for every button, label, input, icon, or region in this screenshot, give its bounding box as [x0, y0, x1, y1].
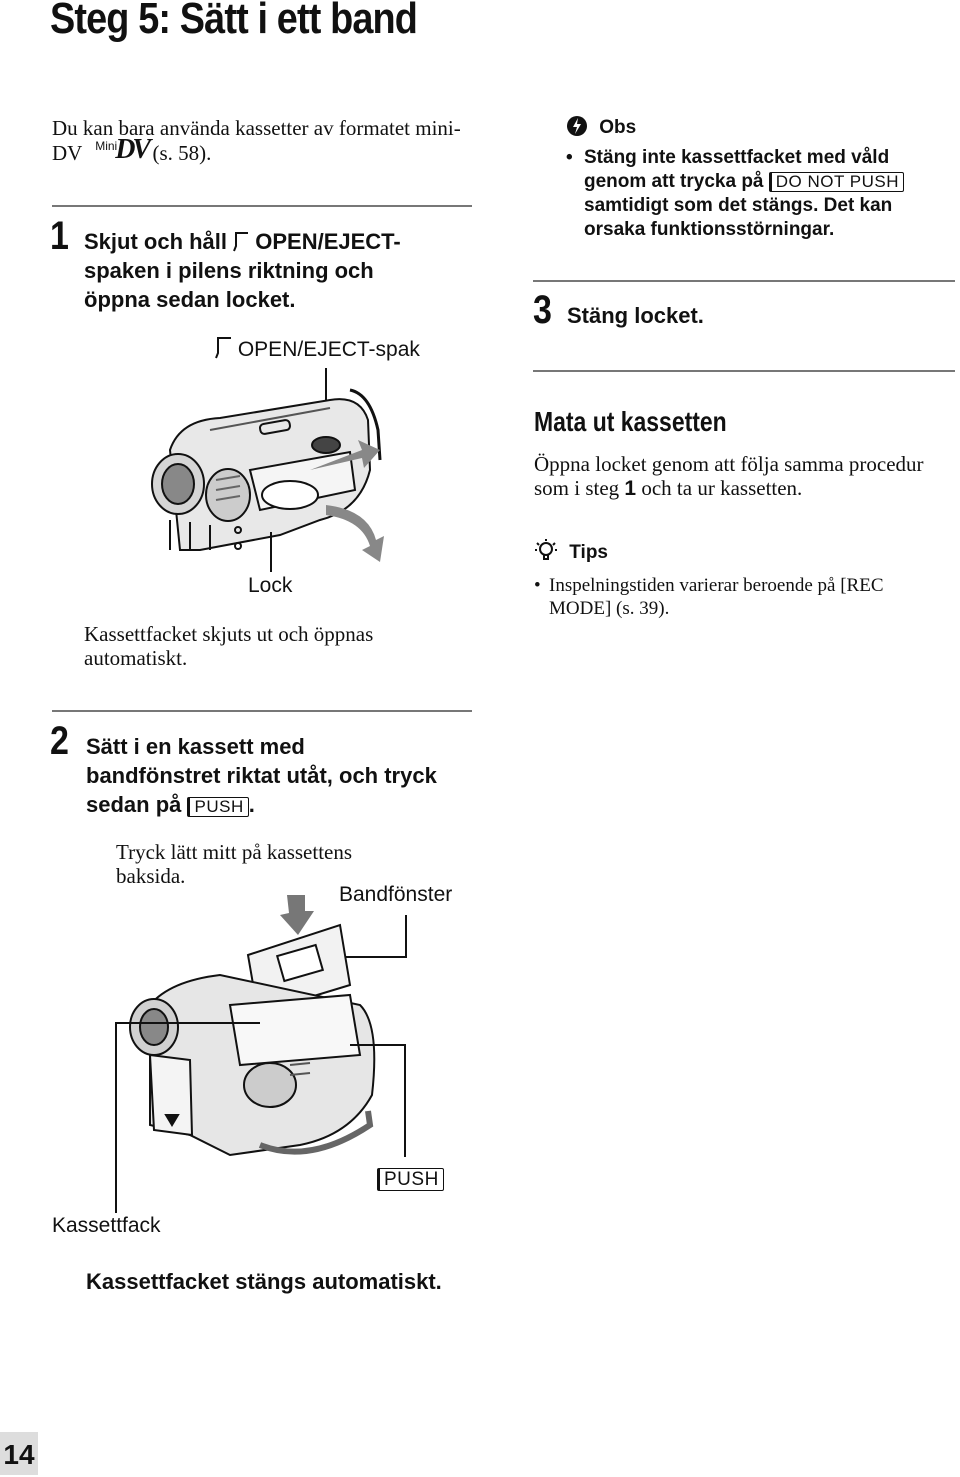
step1-line1b: OPEN/EJECT- [249, 229, 401, 254]
eject-text: Öppna locket genom att följa samma proce… [534, 452, 944, 501]
tips-bullet: • Inspelningstiden varierar beroende på … [534, 574, 944, 620]
step2-line2: bandfönstret riktat utåt, och tryck [86, 763, 437, 788]
callout-push: PUSH [377, 1168, 444, 1191]
do-not-push-key: DO NOT PUSH [768, 172, 905, 192]
obs-text-b: samtidigt som det stängs. Det kan orsaka… [584, 195, 893, 240]
step2-text: Sätt i en kassett med bandfönstret rikta… [86, 732, 486, 819]
camcorder-open-lid-illustration [151, 368, 384, 572]
divider [533, 370, 955, 372]
cassette-insert-illustration [115, 895, 407, 1213]
callout-open-eject-label: OPEN/EJECT-spak [237, 338, 420, 361]
obs-heading-text: Obs [599, 117, 637, 138]
callout-lock: Lock [248, 574, 293, 597]
divider [52, 710, 472, 712]
divider [533, 280, 955, 282]
step1-number: 1 [50, 214, 69, 258]
intro-text-a: Du kan bara använda kassetter av formate… [52, 116, 461, 165]
step3-number: 3 [533, 288, 552, 332]
step1-note: Kassettfacket skjuts ut och öppnas autom… [84, 622, 374, 670]
obs-text-a: Stäng inte kassettfacket med våld genom … [584, 147, 890, 192]
step3-text: Stäng locket. [567, 303, 704, 328]
eject-text-a: Öppna locket genom att följa samma proce… [534, 452, 924, 500]
page-number: 14 [0, 1432, 38, 1475]
divider [52, 205, 472, 207]
step1-line3: öppna sedan locket. [84, 287, 296, 312]
step2-line3b: . [248, 792, 255, 817]
tips-heading-text: Tips [569, 542, 608, 563]
push-key: PUSH [377, 1168, 444, 1191]
step2-line3a: sedan på [86, 792, 188, 817]
step2-number: 2 [50, 719, 69, 763]
step1-text: Skjut och håll OPEN/EJECT- spaken i pile… [84, 227, 484, 314]
eject-text-b: och ta ur kassetten. [636, 476, 803, 500]
callout-kassettfack: Kassettfack [52, 1214, 161, 1237]
logo-dv: DV [115, 134, 151, 165]
tips-bullet-text: Inspelningstiden varierar beroende på [R… [549, 575, 884, 619]
push-key: PUSH [187, 797, 249, 817]
step2-line1: Sätt i en kassett med [86, 734, 305, 759]
obs-icon [566, 115, 588, 137]
obs-bullet: • Stäng inte kassettfacket med våld geno… [566, 146, 946, 242]
logo-mini: Mini [95, 139, 118, 153]
step1-line2: spaken i pilens riktning och [84, 258, 374, 283]
tips-lightbulb-icon [534, 538, 558, 562]
lever-symbol-icon [233, 231, 249, 253]
eject-heading: Mata ut kassetten [534, 406, 727, 437]
obs-heading: Obs [566, 115, 636, 140]
lever-symbol-icon [214, 336, 232, 360]
intro-text: Du kan bara använda kassetter av formate… [52, 116, 472, 165]
callout-open-eject: OPEN/EJECT-spak [214, 336, 420, 362]
step2-result: Kassettfacket stängs automatiskt. [86, 1269, 442, 1294]
step1-line1a: Skjut och håll [84, 229, 234, 254]
callout-bandfonster: Bandfönster [339, 883, 453, 906]
step2-hint: Tryck lätt mitt på kassettens baksida. [116, 840, 353, 888]
eject-step-ref: 1 [624, 477, 637, 500]
page-title: Steg 5: Sätt i ett band [50, 0, 418, 43]
intro-text-b: (s. 58). [147, 141, 212, 165]
tips-heading: Tips [534, 538, 608, 565]
